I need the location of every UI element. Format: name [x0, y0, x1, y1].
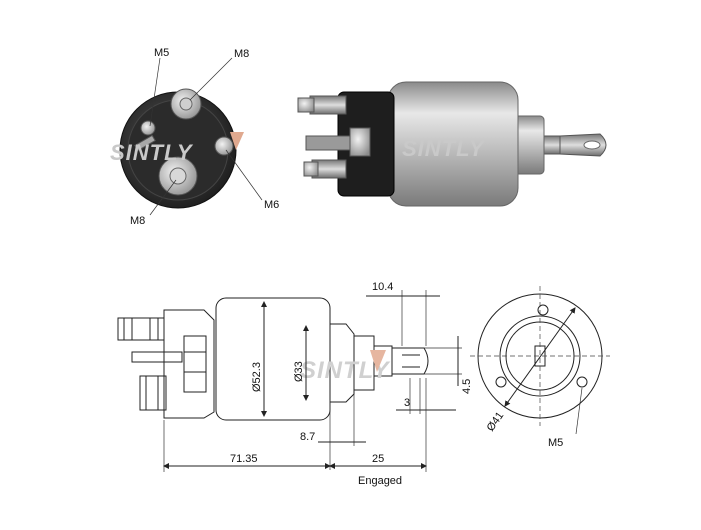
dim-body-diameter: Ø52.3	[251, 362, 263, 392]
dim-rod-width: 4.5	[461, 379, 473, 394]
dim-overall-length: 71.35	[230, 453, 258, 465]
dim-rod-offset: 3	[404, 397, 410, 409]
photo-label-m5: M5	[154, 47, 169, 59]
dim-stroke-note: Engaged	[358, 475, 402, 487]
photo-label-m8-top: M8	[234, 48, 249, 60]
dim-plunger-diameter: Ø33	[293, 361, 305, 382]
photo-label-m6: M6	[264, 199, 279, 211]
dim-mount-thread: M5	[548, 437, 563, 449]
watermark-photo-left: SINTLY	[110, 140, 194, 165]
dim-flange-diameter: Ø41	[485, 410, 507, 434]
side-view-photo	[297, 81, 607, 207]
front-view-drawing	[470, 286, 610, 435]
end-view-photo	[119, 88, 237, 209]
watermark-photo-right: SINTLY	[402, 136, 486, 161]
watermark-logo-mark	[230, 132, 244, 150]
photo-leaders	[149, 57, 263, 216]
dim-stroke: 25	[372, 453, 384, 465]
photo-label-m8-bottom: M8	[130, 215, 145, 227]
dim-plunger-gap: 8.7	[300, 431, 315, 443]
side-view-drawing	[117, 297, 429, 421]
dimension-lines	[163, 290, 462, 472]
watermark-drawing-mark	[370, 350, 386, 372]
dim-tip-length: 10.4	[372, 281, 393, 293]
